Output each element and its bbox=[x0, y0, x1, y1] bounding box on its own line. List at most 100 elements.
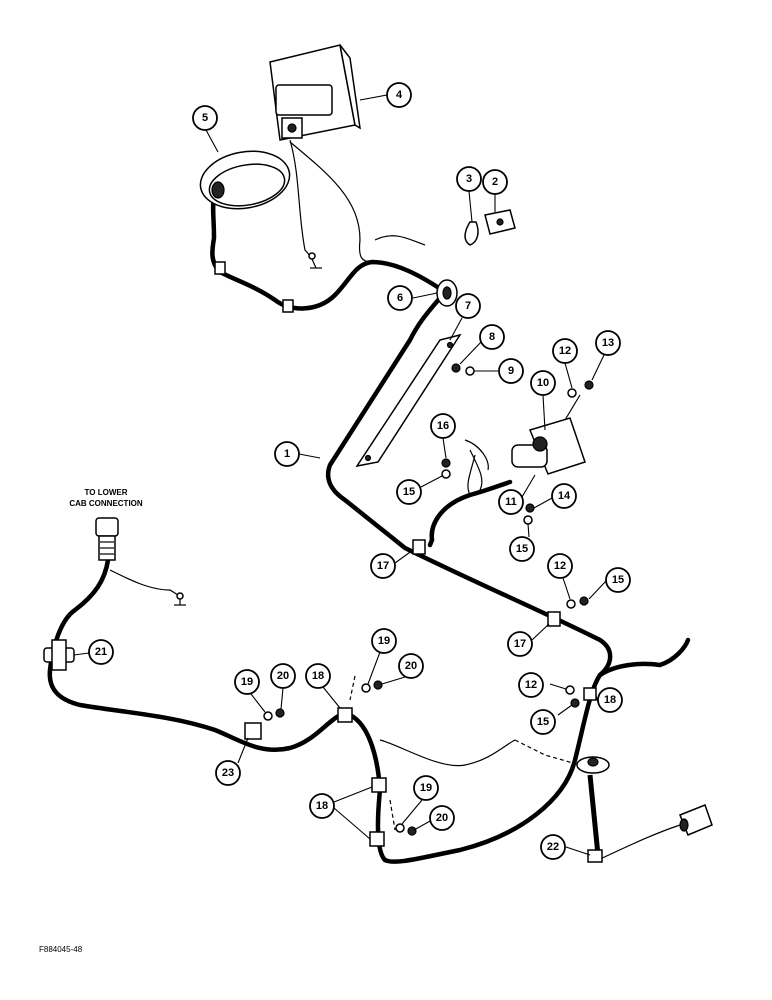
nut-20b bbox=[373, 680, 383, 690]
nut-15d bbox=[570, 698, 580, 708]
svg-text:20: 20 bbox=[405, 660, 417, 672]
dashed-connection bbox=[349, 675, 356, 701]
svg-text:20: 20 bbox=[277, 670, 289, 682]
callout-19-a: 19 bbox=[234, 669, 260, 695]
svg-text:19: 19 bbox=[378, 635, 390, 647]
clamp-18a bbox=[337, 707, 353, 723]
sensor-wire bbox=[379, 739, 516, 767]
lower-cab-note-line1: TO LOWER bbox=[85, 488, 128, 497]
lower-cab-note-line2: CAB CONNECTION bbox=[69, 499, 143, 508]
svg-text:12: 12 bbox=[559, 345, 571, 357]
washer-19b bbox=[361, 683, 371, 693]
svg-text:19: 19 bbox=[241, 676, 253, 688]
svg-text:15: 15 bbox=[516, 543, 528, 555]
trailer-connector-10 bbox=[511, 394, 586, 475]
float-22 bbox=[679, 804, 713, 836]
callout-22: 22 bbox=[540, 834, 566, 860]
callout-12-top: 12 bbox=[552, 338, 578, 364]
washer-12 bbox=[567, 388, 577, 398]
washer-9 bbox=[465, 366, 475, 376]
svg-text:17: 17 bbox=[514, 638, 526, 650]
callout-23: 23 bbox=[215, 760, 241, 786]
svg-text:12: 12 bbox=[554, 560, 566, 572]
callout-8: 8 bbox=[479, 324, 505, 350]
nut-20a bbox=[275, 708, 285, 718]
washer-19a bbox=[263, 711, 273, 721]
clamp-23 bbox=[244, 722, 262, 740]
callout-14: 14 bbox=[551, 483, 577, 509]
svg-text:4: 4 bbox=[396, 89, 403, 101]
washer-12c bbox=[565, 685, 575, 695]
leader-lines bbox=[73, 94, 607, 856]
svg-text:22: 22 bbox=[547, 841, 559, 853]
svg-text:3: 3 bbox=[466, 173, 472, 185]
callout-15-a: 15 bbox=[396, 479, 422, 505]
clamp-18d bbox=[369, 831, 385, 847]
connector-wires bbox=[464, 439, 489, 496]
callout-19-b: 19 bbox=[371, 628, 397, 654]
callout-20-c: 20 bbox=[429, 805, 455, 831]
svg-text:10: 10 bbox=[537, 377, 549, 389]
harness-clip bbox=[282, 299, 294, 313]
lamp-ground-wire bbox=[289, 141, 373, 263]
callout-11: 11 bbox=[498, 489, 524, 515]
connector-plate-2 bbox=[484, 209, 516, 235]
callout-4: 4 bbox=[386, 82, 412, 108]
callout-15-d: 15 bbox=[530, 709, 556, 735]
svg-text:18: 18 bbox=[316, 800, 328, 812]
callout-6: 6 bbox=[387, 285, 413, 311]
svg-text:18: 18 bbox=[604, 694, 616, 706]
svg-text:15: 15 bbox=[403, 486, 415, 498]
tail-lamp-5 bbox=[199, 150, 291, 210]
svg-text:8: 8 bbox=[489, 331, 495, 343]
callout-18-b: 18 bbox=[597, 687, 623, 713]
nut-8 bbox=[451, 363, 461, 373]
svg-text:18: 18 bbox=[312, 670, 324, 682]
callout-7: 7 bbox=[455, 293, 481, 319]
clamp-21 bbox=[43, 639, 75, 671]
svg-text:19: 19 bbox=[420, 782, 432, 794]
washer-15 bbox=[441, 469, 451, 479]
callout-17-a: 17 bbox=[370, 553, 396, 579]
callout-15-b: 15 bbox=[509, 536, 535, 562]
svg-text:9: 9 bbox=[508, 365, 514, 377]
ground-symbol bbox=[308, 252, 322, 269]
svg-text:6: 6 bbox=[397, 292, 403, 304]
washer-12b bbox=[566, 599, 576, 609]
callout-19-c: 19 bbox=[413, 775, 439, 801]
callout-5: 5 bbox=[192, 105, 218, 131]
work-lamp-4 bbox=[269, 44, 361, 141]
nut-16 bbox=[441, 458, 451, 468]
callout-12-mid: 12 bbox=[547, 553, 573, 579]
svg-text:15: 15 bbox=[612, 574, 624, 586]
svg-text:13: 13 bbox=[602, 337, 614, 349]
callout-1: 1 bbox=[274, 441, 300, 467]
svg-text:2: 2 bbox=[492, 176, 498, 188]
callout-10: 10 bbox=[530, 370, 556, 396]
sensor-lead bbox=[597, 824, 681, 861]
lower-harness bbox=[47, 557, 388, 863]
clip-3 bbox=[464, 221, 479, 246]
figure-code: F884045-48 bbox=[39, 945, 83, 954]
grommet-6 bbox=[436, 279, 458, 307]
svg-text:7: 7 bbox=[465, 300, 471, 312]
callout-9: 9 bbox=[498, 358, 524, 384]
nut-20c bbox=[407, 826, 417, 836]
clip-17a bbox=[412, 539, 426, 555]
callout-18-a: 18 bbox=[305, 663, 331, 689]
sender-22 bbox=[576, 756, 610, 863]
callout-21: 21 bbox=[88, 639, 114, 665]
svg-text:5: 5 bbox=[202, 112, 208, 124]
lamp-wire bbox=[289, 139, 313, 259]
svg-text:23: 23 bbox=[222, 767, 234, 779]
svg-text:11: 11 bbox=[505, 496, 517, 508]
ground-symbol-cab bbox=[174, 592, 186, 606]
connector-branch bbox=[429, 479, 513, 543]
bolt-13 bbox=[584, 380, 594, 390]
svg-text:1: 1 bbox=[284, 448, 290, 460]
svg-text:14: 14 bbox=[558, 490, 571, 502]
mounting-bar-7 bbox=[355, 333, 462, 468]
callout-12-low: 12 bbox=[518, 672, 544, 698]
cab-connector bbox=[95, 517, 119, 561]
